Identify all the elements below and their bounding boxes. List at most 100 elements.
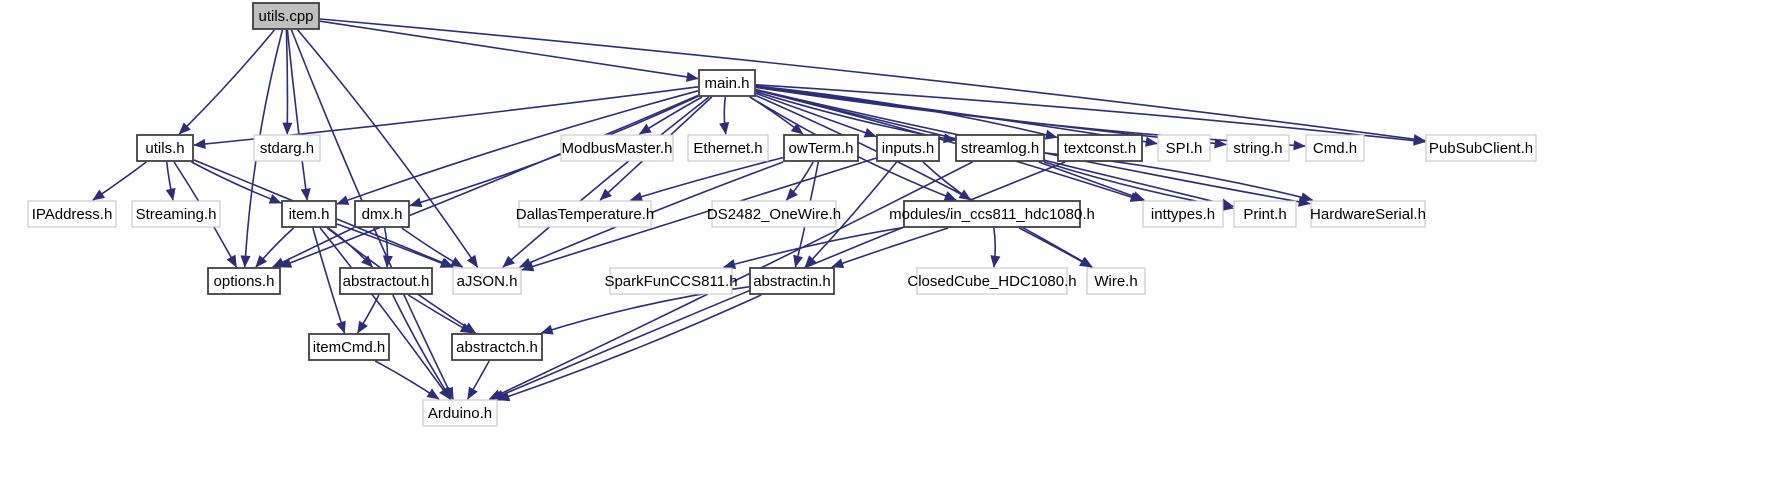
node-streaming_h[interactable]: Streaming.h [131,200,221,228]
node-main_h[interactable]: main.h [698,69,756,97]
node-box-main_h[interactable] [698,69,756,97]
edge-utils_cpp-to-main_h [319,20,699,80]
node-box-modbusmaster_h[interactable] [560,134,674,162]
node-utils_cpp[interactable]: utils.cpp [252,2,320,30]
node-label-modbusmaster_h: ModbusMaster.h [562,140,673,157]
edge-main_h-to-wire_h [755,94,1093,268]
node-box-print_h[interactable] [1233,200,1297,228]
node-box-sparkfunccs811_h[interactable] [609,267,733,295]
node-hardwareserial_h[interactable]: HardwareSerial.h [1310,200,1426,228]
node-modbusmaster_h[interactable]: ModbusMaster.h [560,134,674,162]
node-arduino_h[interactable]: Arduino.h [422,399,498,427]
edge-inputs_h-to-abstractin_h [804,161,898,268]
node-options_h[interactable]: options.h [207,267,281,295]
arrowhead-utils_cpp-to-main_h [686,71,699,82]
edge-main_h-to-pubsubclient_h [755,84,1426,143]
node-box-textconst_h[interactable] [1057,134,1143,162]
node-stdarg_h[interactable]: stdarg.h [253,134,321,162]
node-closedcube_h[interactable]: ClosedCube_HDC1080.h [907,267,1077,295]
node-streamlog_h[interactable]: streamlog.h [955,134,1045,162]
arrowhead-main_h-to-modbusmaster_h [638,123,652,135]
node-dmx_h[interactable]: dmx.h [354,200,410,228]
node-box-in_ccs811_h[interactable] [903,200,1081,228]
edge-dmx_h-to-options_h [272,226,355,268]
node-box-ds2482_h[interactable] [711,200,837,228]
node-box-owterm_h[interactable] [783,134,859,162]
node-box-item_h[interactable] [281,200,337,228]
arrowhead-utils_h-to-options_h [226,254,237,268]
node-box-ethernet_h[interactable] [687,134,769,162]
node-label-stdarg_h: stdarg.h [260,140,314,157]
node-abstractch_h[interactable]: abstractch.h [451,333,543,361]
node-ipaddress_h[interactable]: IPAddress.h [27,200,117,228]
node-spi_h[interactable]: SPI.h [1157,134,1211,162]
node-ds2482_h[interactable]: DS2482_OneWire.h [707,200,841,228]
node-box-streaming_h[interactable] [131,200,221,228]
arrowhead-streamlog_h-to-hardwareserial_h [1300,192,1314,203]
node-itemcmd_h[interactable]: itemCmd.h [308,333,390,361]
node-box-ajson_h[interactable] [452,267,522,295]
node-box-spi_h[interactable] [1157,134,1211,162]
node-box-utils_cpp[interactable] [252,2,320,30]
node-label-item_h: item.h [289,206,330,223]
node-box-string_h[interactable] [1226,134,1290,162]
node-item_h[interactable]: item.h [281,200,337,228]
node-dallastemp_h[interactable]: DallasTemperature.h [516,200,654,228]
node-label-hardwareserial_h: HardwareSerial.h [1310,206,1426,223]
node-box-pubsubclient_h[interactable] [1425,134,1537,162]
node-label-string_h: string.h [1233,140,1282,157]
arrowhead-main_h-to-ethernet_h [719,122,730,135]
node-inttypes_h[interactable]: inttypes.h [1142,200,1224,228]
edge-owterm_h-to-ajson_h [519,161,784,268]
node-box-cmd_h[interactable] [1305,134,1365,162]
node-ajson_h[interactable]: aJSON.h [452,267,522,295]
node-box-utils_h[interactable] [136,134,194,162]
node-box-hardwareserial_h[interactable] [1310,200,1426,228]
node-box-inputs_h[interactable] [876,134,940,162]
node-box-options_h[interactable] [207,267,281,295]
node-box-closedcube_h[interactable] [916,267,1068,295]
node-box-abstractch_h[interactable] [451,333,543,361]
node-box-inttypes_h[interactable] [1142,200,1224,228]
arrowhead-owterm_h-to-abstractin_h [793,254,803,268]
node-pubsubclient_h[interactable]: PubSubClient.h [1425,134,1537,162]
node-print_h[interactable]: Print.h [1233,200,1297,228]
arrowhead-main_h-to-ajson_h [502,255,515,268]
node-box-itemcmd_h[interactable] [308,333,390,361]
node-utils_h[interactable]: utils.h [136,134,194,162]
edge-utils_cpp-to-stdarg_h [285,29,289,135]
node-owterm_h[interactable]: owTerm.h [783,134,859,162]
node-label-utils_cpp: utils.cpp [258,8,313,25]
edge-in_ccs811_h-to-abstractin_h [831,227,949,268]
node-wire_h[interactable]: Wire.h [1086,267,1146,295]
node-textconst_h[interactable]: textconst.h [1057,134,1143,162]
node-box-dmx_h[interactable] [354,200,410,228]
node-inputs_h[interactable]: inputs.h [876,134,940,162]
node-abstractout_h[interactable]: abstractout.h [339,267,433,295]
node-box-abstractin_h[interactable] [749,267,835,295]
node-box-wire_h[interactable] [1086,267,1146,295]
node-box-dallastemp_h[interactable] [518,200,652,228]
node-cmd_h[interactable]: Cmd.h [1305,134,1365,162]
node-layer: utils.cpp main.h utils.h stdarg.h ModbusMast… [27,2,1537,427]
node-box-stdarg_h[interactable] [253,134,321,162]
node-label-dallastemp_h: DallasTemperature.h [516,206,654,223]
node-string_h[interactable]: string.h [1226,134,1290,162]
node-box-arduino_h[interactable] [422,399,498,427]
edge-main_h-to-ajson_h [502,96,710,268]
node-box-abstractout_h[interactable] [339,267,433,295]
node-sparkfunccs811_h[interactable]: SparkFunCCS811.h [604,267,738,295]
node-in_ccs811_h[interactable]: modules/in_ccs811_hdc1080.h [889,200,1095,228]
arrowhead-main_h-to-dmx_h [409,197,423,208]
node-ethernet_h[interactable]: Ethernet.h [687,134,769,162]
arrowhead-utils_h-to-streaming_h [165,187,176,201]
node-label-itemcmd_h: itemCmd.h [313,339,386,356]
arrowhead-item_h-to-abstractout_h [361,255,374,268]
node-box-ipaddress_h[interactable] [27,200,117,228]
node-label-textconst_h: textconst.h [1064,140,1137,157]
node-box-streamlog_h[interactable] [955,134,1045,162]
node-abstractin_h[interactable]: abstractin.h [749,267,835,295]
edge-abstractin_h-to-arduino_h [497,294,762,401]
arrowhead-abstractch_h-to-arduino_h [467,386,478,400]
